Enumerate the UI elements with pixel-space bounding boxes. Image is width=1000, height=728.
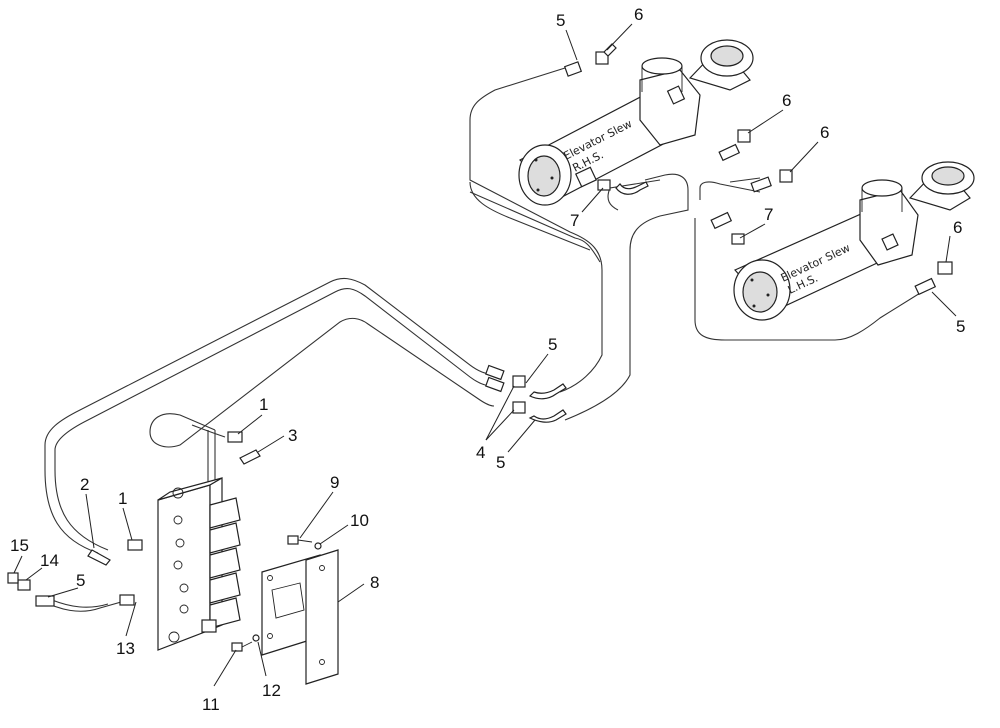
callout-11: 5: [496, 453, 505, 472]
callout-21: 8: [370, 573, 379, 592]
callout-22: 13: [116, 639, 135, 658]
mounting-bracket: [261, 549, 339, 685]
callout-10: 4: [476, 443, 485, 462]
callout-2: 6: [634, 5, 643, 24]
leader-lines: [13, 23, 957, 687]
callout-16: 9: [330, 473, 339, 492]
callout-3: 6: [782, 91, 791, 110]
fittings: [7, 43, 953, 652]
callout-9: 5: [548, 335, 557, 354]
callout-6: 7: [764, 205, 773, 224]
callout-15: 1: [118, 489, 127, 508]
callout-19: 14: [40, 551, 59, 570]
callout-4: 6: [820, 123, 829, 142]
callout-1: 5: [556, 11, 565, 30]
callout-18: 15: [10, 536, 29, 555]
callout-24: 12: [262, 681, 281, 700]
callout-7: 6: [953, 218, 962, 237]
callout-5: 7: [570, 211, 579, 230]
callout-12: 1: [259, 395, 268, 414]
callout-17: 10: [350, 511, 369, 530]
cylinder-lhs: Elevator Slew L.H.S.: [733, 161, 975, 321]
callouts: 5 6 6 6 7 7 6 5 5 4 5 1 3 2 1 9 10 15 14…: [10, 5, 965, 714]
hose-lines: [39, 67, 926, 612]
callout-8: 5: [956, 317, 965, 336]
callout-23: 11: [202, 695, 220, 714]
callout-20: 5: [76, 571, 85, 590]
valve-block: [157, 476, 241, 651]
callout-13: 3: [288, 426, 297, 445]
callout-14: 2: [80, 475, 89, 494]
cylinder-rhs: Elevator Slew R.H.S.: [518, 39, 754, 206]
